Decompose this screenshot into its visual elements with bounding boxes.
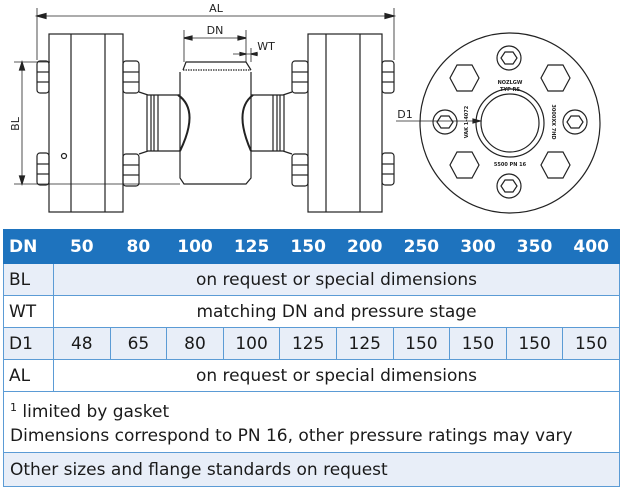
d1-value: 100 (222, 327, 281, 360)
header-dn-value: 400 (562, 229, 620, 264)
d1-value: 150 (449, 327, 507, 360)
d1-value: 65 (109, 327, 168, 360)
dn-dimension (183, 30, 247, 62)
note-line-1: limited by gasket (17, 402, 170, 422)
table-footer-row: Other sizes and flange standards on requ… (3, 452, 620, 487)
flange-face-view (419, 32, 601, 214)
right-bolt-nuts (291, 60, 395, 187)
table-notes-row: 1 limited by gasket Dimensions correspon… (3, 391, 620, 453)
table-row-d1: D1 48 65 80 100 125 125 150 150 150 150 (3, 327, 620, 360)
header-dn-value: 350 (505, 229, 564, 264)
table-row-al: AL on request or special dimensions (3, 359, 620, 392)
d1-value: 125 (279, 327, 337, 360)
left-flange (48, 33, 124, 213)
wt-dimension (233, 48, 258, 62)
header-dn-value: 250 (392, 229, 451, 264)
row-label: BL (3, 263, 54, 296)
footer-note: Other sizes and flange standards on requ… (3, 452, 620, 487)
al-value: on request or special dimensions (53, 359, 620, 392)
bl-value: on request or special dimensions (53, 263, 620, 296)
dn-label: DN (207, 24, 224, 37)
bl-label: BL (9, 116, 22, 131)
note-pressure: Dimensions correspond to PN 16, other pr… (10, 426, 573, 446)
marking-right: 3000XX 7HD (550, 104, 556, 139)
footnote-marker: 1 (10, 401, 17, 414)
sight-glass-body (138, 61, 293, 185)
technical-drawing: AL DN WT BL (9, 2, 601, 214)
wt-label: WT (257, 40, 275, 53)
d1-value: 80 (166, 327, 224, 360)
note-gasket: 1 limited by gasket (10, 396, 613, 424)
table-row-bl: BL on request or special dimensions (3, 263, 620, 296)
header-dn-value: 300 (449, 229, 507, 264)
header-dn-value: 50 (53, 229, 111, 264)
marking-top: NOZLGW (498, 80, 523, 86)
row-label: D1 (3, 327, 54, 360)
header-dn-value: 200 (335, 229, 394, 264)
header-dn-value: 150 (279, 229, 337, 264)
al-label: AL (209, 2, 224, 15)
header-dn-value: 100 (166, 229, 224, 264)
header-dn-value: 125 (222, 229, 281, 264)
left-bolt-nuts (36, 60, 140, 187)
row-label: AL (3, 359, 54, 392)
d1-label: D1 (397, 108, 412, 121)
d1-value: 150 (392, 327, 451, 360)
marking-bottom: 5500 PN 16 (494, 162, 527, 168)
dimension-table: DN 50 80 100 125 150 200 250 300 350 400… (3, 229, 620, 487)
header-dn-value: 80 (109, 229, 168, 264)
d1-value: 48 (53, 327, 111, 360)
d1-value: 150 (562, 327, 620, 360)
wt-value: matching DN and pressure stage (53, 295, 620, 328)
d1-value: 125 (335, 327, 394, 360)
table-header-row: DN 50 80 100 125 150 200 250 300 350 400 (3, 229, 620, 264)
marking-left: VAK 1-4072 (464, 105, 470, 138)
d1-value: 150 (505, 327, 564, 360)
table-row-wt: WT matching DN and pressure stage (3, 295, 620, 328)
marking-top-2: TYP RS (500, 87, 520, 93)
row-label: WT (3, 295, 54, 328)
notes: 1 limited by gasket Dimensions correspon… (3, 391, 620, 453)
al-dimension (34, 8, 397, 60)
right-flange (307, 33, 383, 213)
bl-dimension (14, 59, 180, 187)
header-dn-label: DN (3, 229, 54, 264)
